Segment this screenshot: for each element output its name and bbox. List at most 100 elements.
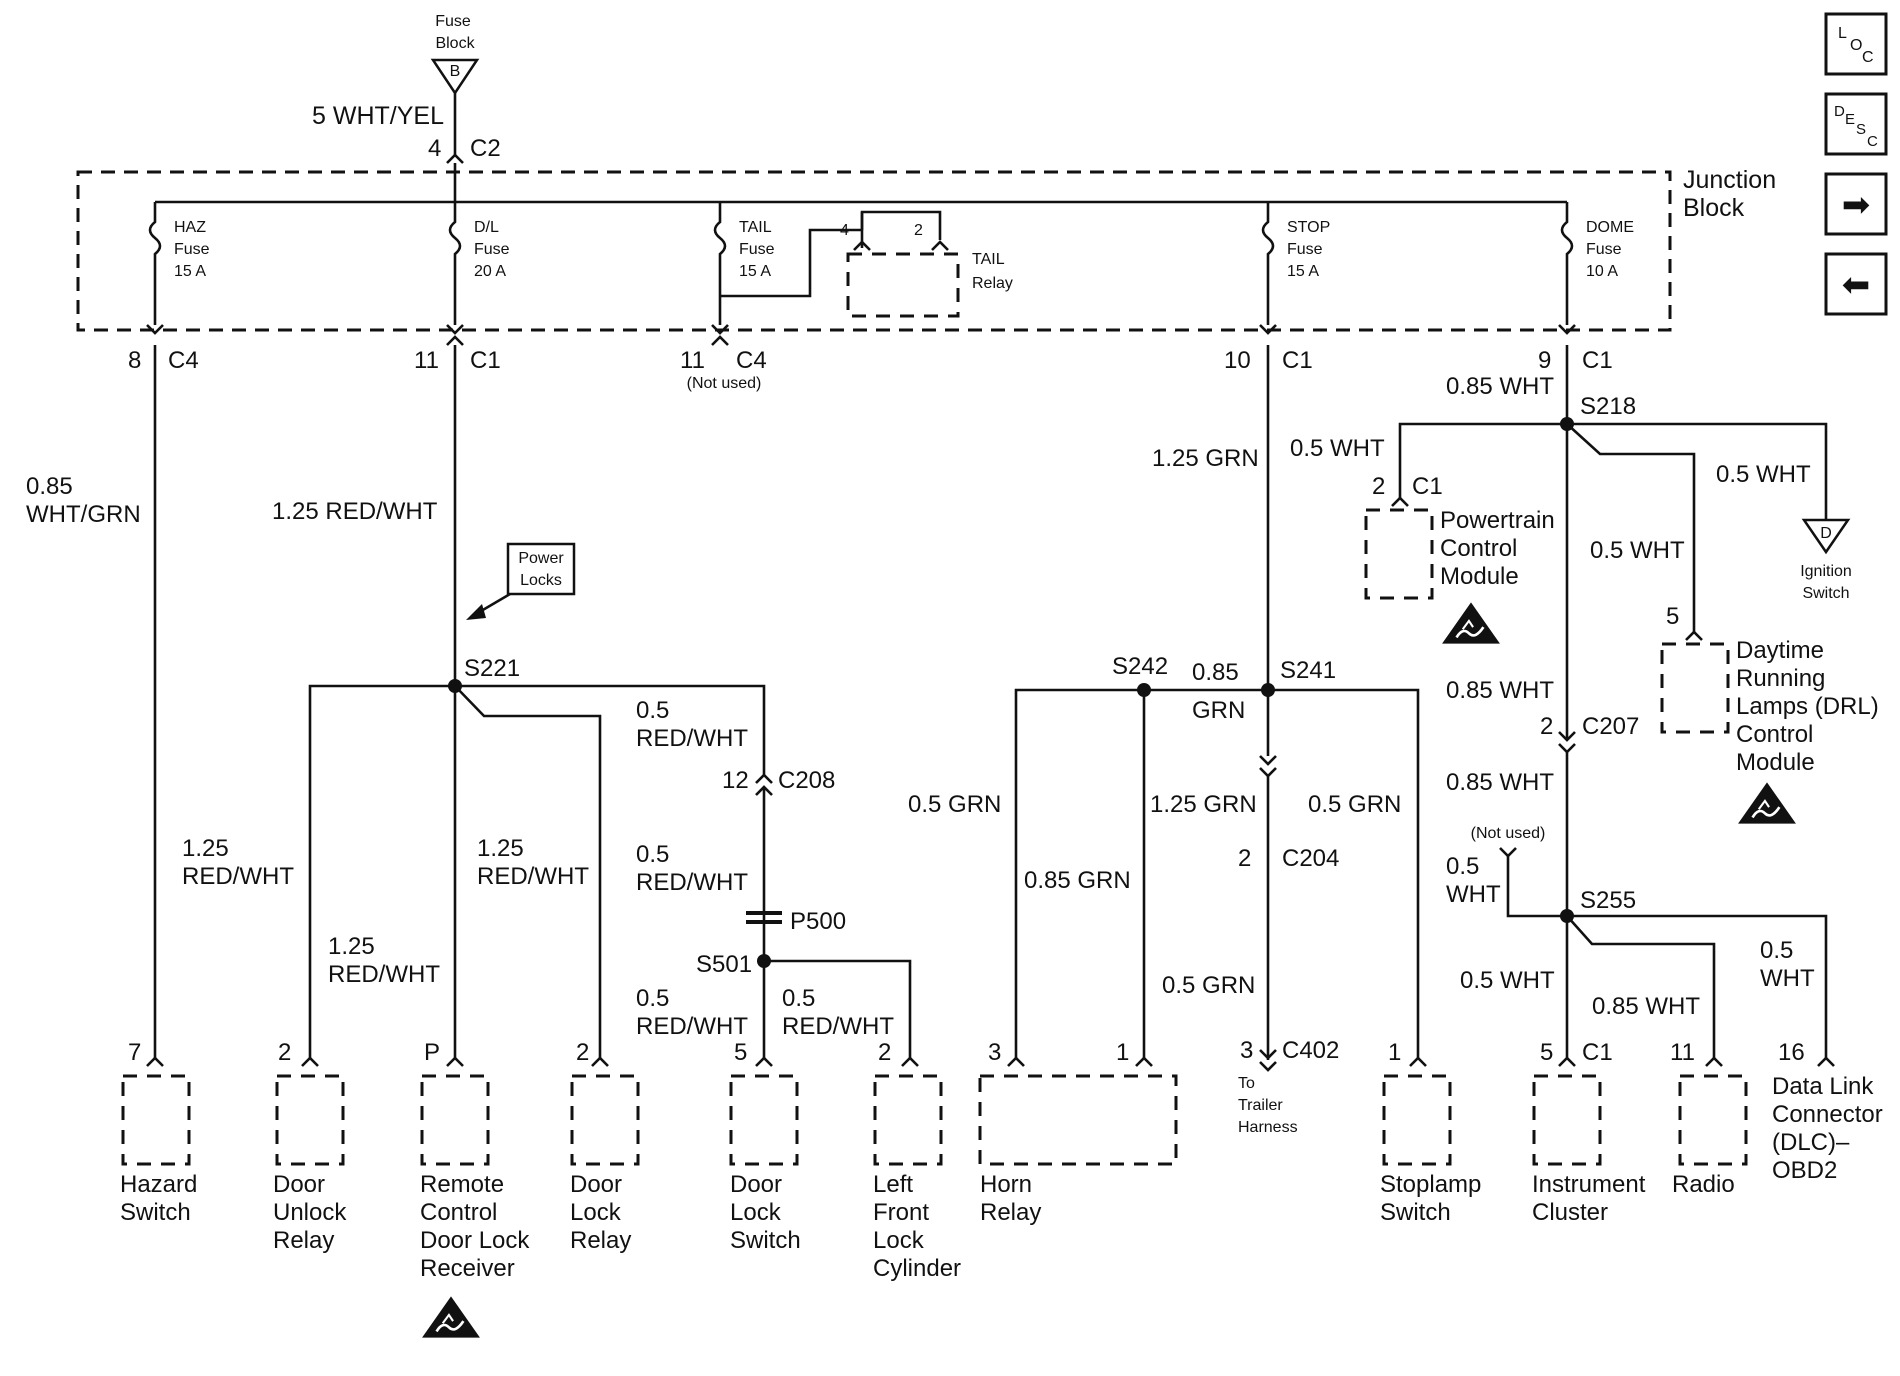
left-arrow-icon: ⬅ xyxy=(1842,266,1871,304)
next-page-button[interactable]: ➡ xyxy=(1824,172,1888,236)
diagram-label: Data Link xyxy=(1772,1073,1874,1100)
diagram-label: 2 xyxy=(576,1039,589,1066)
diagram-label: C xyxy=(1862,49,1874,66)
diagram-label: Module xyxy=(1440,563,1519,590)
diagram-label: Control xyxy=(1736,721,1813,748)
diagram-label: DOME xyxy=(1586,219,1634,236)
door-lock-switch: 5 Door Lock Switch xyxy=(729,1039,801,1254)
remote-control-door-lock-receiver: P Remote Control Door Lock Receiver xyxy=(420,1039,530,1339)
diagram-label: L xyxy=(1838,25,1847,42)
diagram-label: S255 xyxy=(1580,887,1636,914)
diagram-label: 2 xyxy=(278,1039,291,1066)
diagram-label: Powertrain xyxy=(1440,507,1555,534)
door-unlock-relay: 2 Door Unlock Relay xyxy=(273,1039,347,1254)
diagram-label: 15 A xyxy=(739,263,771,280)
diagram-label: Door Lock xyxy=(420,1227,530,1254)
haz-fuse: HAZ Fuse 15 A xyxy=(148,202,210,325)
diagram-label: O xyxy=(1850,37,1862,54)
diagram-label: 15 A xyxy=(174,263,206,280)
diagram-label: 11 xyxy=(680,347,705,374)
diagram-label: 2 xyxy=(1238,845,1251,872)
tail-relay: 4 2 TAIL Relay xyxy=(840,210,1013,318)
diagram-label: 2 xyxy=(878,1039,891,1066)
diagram-label: 0.5 xyxy=(636,841,669,868)
diagram-label: Horn xyxy=(980,1171,1032,1198)
diagram-label: C207 xyxy=(1582,713,1639,740)
hazard-circuit: 0.85 WHT/GRN xyxy=(26,345,157,1058)
diagram-label: RED/WHT xyxy=(782,1013,894,1040)
diagram-label: C1 xyxy=(1582,1039,1613,1066)
diagram-label: Fuse xyxy=(1586,241,1622,258)
diagram-label: Lock xyxy=(570,1199,622,1226)
diagram-label: Ignition xyxy=(1800,563,1852,580)
diagram-label: 0.85 xyxy=(26,473,73,500)
diagram-label: Relay xyxy=(273,1227,334,1254)
diagram-label: Lock xyxy=(730,1199,782,1226)
diagram-label: (Not used) xyxy=(687,375,762,392)
diagram-label: 0.5 WHT xyxy=(1460,967,1555,994)
diagram-label: Control xyxy=(420,1199,497,1226)
esd-warning-icon xyxy=(420,1295,482,1339)
loc-button[interactable]: L O C xyxy=(1824,12,1888,76)
trailer-harness-connector: 3 C402 To Trailer Harness xyxy=(1238,1037,1339,1136)
diagram-label: 16 xyxy=(1778,1039,1805,1066)
splice-s241 xyxy=(1261,683,1275,697)
diagram-label: Remote xyxy=(420,1171,504,1198)
diagram-label: Fuse xyxy=(739,241,775,258)
diagram-label: Locks xyxy=(520,572,562,589)
diagram-label: Radio xyxy=(1672,1171,1735,1198)
diagram-label: S218 xyxy=(1580,393,1636,420)
diagram-label: P xyxy=(424,1039,440,1066)
diagram-label: Cylinder xyxy=(873,1255,961,1282)
left-front-lock-cylinder: 2 Left Front Lock Cylinder xyxy=(873,1039,961,1282)
diagram-label: RED/WHT xyxy=(477,863,589,890)
fuse-block-b-terminal xyxy=(430,58,480,96)
diagram-label: D/L xyxy=(474,219,499,236)
diagram-label: Switch xyxy=(120,1199,191,1226)
right-arrow-icon: ➡ xyxy=(1842,186,1871,224)
stoplamp-switch: 1 Stoplamp Switch xyxy=(1380,1039,1481,1226)
diagram-label: TAIL xyxy=(739,219,772,236)
esd-warning-icon xyxy=(1440,601,1502,645)
diagram-label: P500 xyxy=(790,908,846,935)
diagram-label: Switch xyxy=(1802,585,1849,602)
diagram-label: Lock xyxy=(873,1227,925,1254)
wire-label: 5 WHT/YEL xyxy=(312,102,444,130)
desc-button[interactable]: D E S C xyxy=(1824,92,1888,156)
dome-fuse: DOME Fuse 10 A xyxy=(1560,202,1634,325)
diagram-label: GRN xyxy=(1192,697,1245,724)
diagram-label: S242 xyxy=(1112,653,1168,680)
diagram-label: 12 xyxy=(722,767,749,794)
diagram-label: 0.5 WHT xyxy=(1590,537,1685,564)
diagram-label: S221 xyxy=(464,655,520,682)
diagram-label: C4 xyxy=(168,347,199,374)
diagram-label: C1 xyxy=(1412,473,1443,500)
diagram-label: Harness xyxy=(1238,1119,1298,1136)
diagram-label: Control xyxy=(1440,535,1517,562)
diagram-label: 2 xyxy=(1540,713,1553,740)
diagram-label: 1 xyxy=(1388,1039,1401,1066)
diagram-label: 2 xyxy=(1372,473,1385,500)
diagram-label: STOP xyxy=(1287,219,1330,236)
diagram-label: S501 xyxy=(696,951,752,978)
diagram-label: 0.85 WHT xyxy=(1446,373,1554,400)
diagram-label: Cluster xyxy=(1532,1199,1608,1226)
diagram-label: Door xyxy=(730,1171,782,1198)
prev-page-button[interactable]: ⬅ xyxy=(1824,252,1888,316)
dl-fuse: D/L Fuse 20 A xyxy=(448,202,510,325)
diagram-label: 1.25 xyxy=(182,835,229,862)
connector-label: C2 xyxy=(470,135,501,162)
diagram-label: Module xyxy=(1736,749,1815,776)
esd-warning-icon xyxy=(1736,781,1798,825)
diagram-label: 0.85 WHT xyxy=(1592,993,1700,1020)
diagram-label: RED/WHT xyxy=(182,863,294,890)
power-locks-callout[interactable]: Power Locks xyxy=(466,542,576,620)
diagram-label: D xyxy=(1834,103,1845,120)
diagram-label: Hazard xyxy=(120,1171,197,1198)
diagram-label: C xyxy=(1867,133,1878,150)
diagram-label: 1.25 RED/WHT xyxy=(272,498,438,525)
diagram-label: Relay xyxy=(570,1227,631,1254)
hazard-switch: 7 Hazard Switch xyxy=(120,1039,197,1226)
diagram-label: C1 xyxy=(470,347,501,374)
junction-block-label: Junction xyxy=(1683,166,1776,194)
